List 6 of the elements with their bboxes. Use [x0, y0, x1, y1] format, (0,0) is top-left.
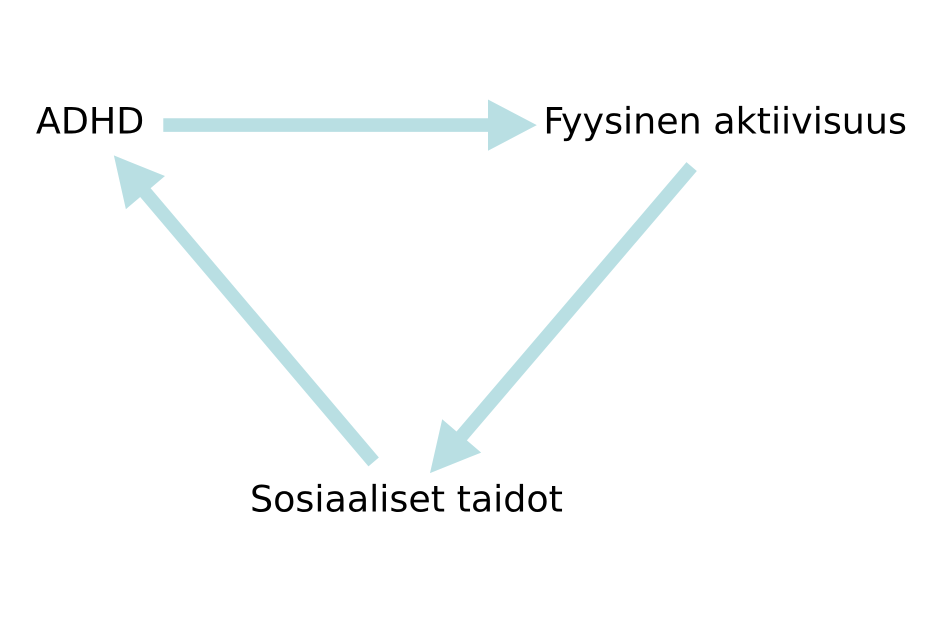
arrow: [163, 98, 537, 150]
node-text: Fyysinen aktiivisuus: [543, 99, 907, 142]
node-text: ADHD: [36, 99, 144, 142]
node-text: Sosiaaliset taidot: [250, 477, 563, 520]
arrow: [114, 154, 379, 466]
arrow: [430, 162, 697, 473]
